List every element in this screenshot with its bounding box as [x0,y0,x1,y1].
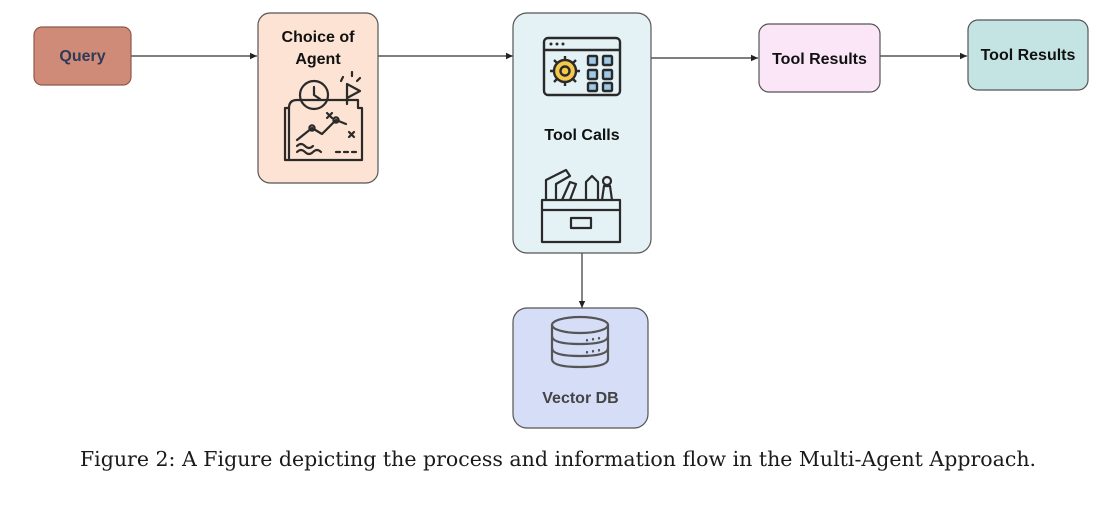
node-tool-results-2-box [967,19,1089,91]
app-settings-icon [542,36,622,97]
flow-diagram: Query Choice of Agent [33,12,1089,429]
node-query-box [33,26,132,86]
node-tool-results-2-label: Tool Results [981,47,1076,64]
node-tool-calls-box [512,12,652,254]
node-tool-results-1-label: Tool Results [772,51,867,68]
node-vector-db: Vector DB [512,307,649,429]
node-tool-results-1-box [758,23,881,93]
node-query: Query [33,26,132,86]
node-tool-calls: Tool Calls [512,12,652,254]
node-vector-db-label: Vector DB [542,390,618,407]
node-choice-of-agent-label-line2: Agent [295,51,341,68]
toolbox-icon [540,168,622,244]
node-choice-of-agent-label-line1: Choice of [282,29,356,46]
figure-caption: Figure 2: A Figure depicting the process… [79,447,1037,471]
strategy-map-icon [283,70,364,162]
node-query-label: Query [59,48,105,65]
node-tool-calls-label: Tool Calls [544,127,619,144]
node-choice-of-agent: Choice of Agent [257,12,379,184]
node-tool-results-2: Tool Results [967,19,1089,91]
database-icon [550,315,610,369]
node-tool-results-1: Tool Results [758,23,881,93]
